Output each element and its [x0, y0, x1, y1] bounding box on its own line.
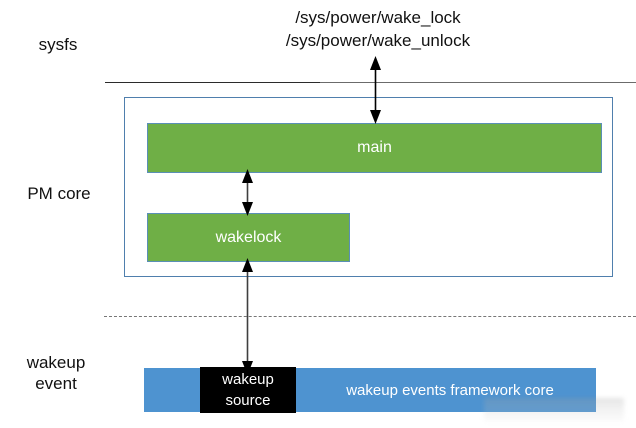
divider-sysfs-pm-core-dark-segment — [105, 82, 320, 83]
sysfs-paths-caption: /sys/power/wake_lock /sys/power/wake_unl… — [285, 8, 471, 50]
connector-wakelock-to-wakeup-source-arrow — [242, 258, 253, 375]
divider-sysfs-pm-core — [105, 82, 636, 83]
node-wakeup-source[interactable]: wakeup source — [200, 367, 296, 413]
node-wakelock[interactable]: wakelock — [147, 213, 350, 262]
divider-pm-core-wakeup-event — [104, 316, 636, 317]
connector-main-to-wakelock-arrow — [242, 169, 253, 216]
layer-label-sysfs: sysfs — [38, 35, 78, 54]
connector-sysfs-to-main-arrow — [370, 56, 381, 124]
node-wakelock-label: wakelock — [215, 228, 282, 246]
watermark — [484, 398, 624, 422]
layer-label-pm-core: PM core — [27, 184, 91, 203]
node-wakeup-events-framework-core-label: wakeup events framework core — [346, 381, 554, 399]
node-main-label: main — [357, 139, 392, 156]
node-main[interactable]: main — [147, 123, 602, 173]
node-wakeup-source-label: wakeup source — [222, 371, 274, 409]
layer-label-wakeup-event: wakeup event — [26, 353, 86, 393]
